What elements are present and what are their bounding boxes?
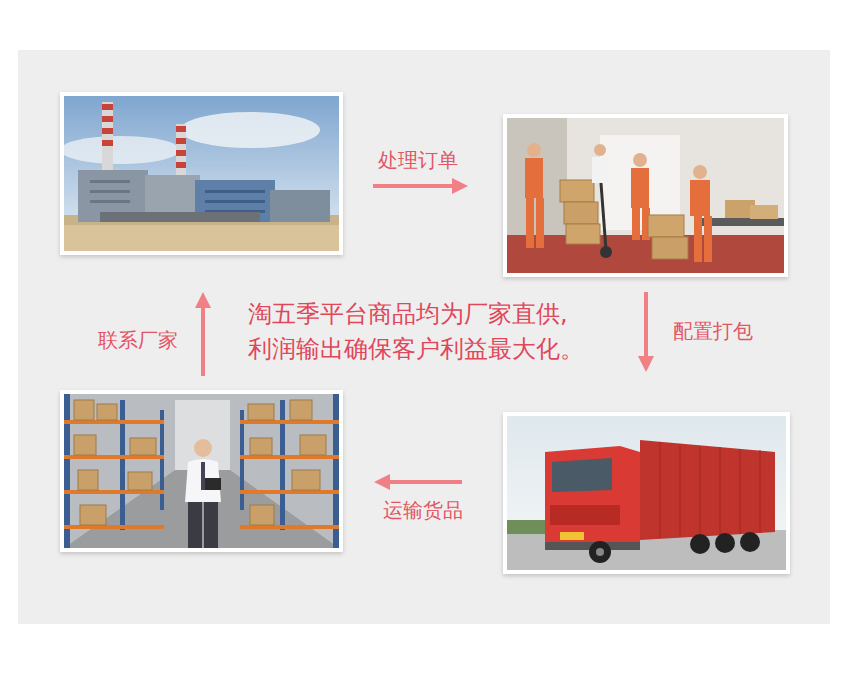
step-label: 联系厂家 [98,328,178,352]
warehouse-photo [60,390,343,552]
packing-photo [503,114,788,277]
factory-photo [60,92,343,255]
step-label: 运输货品 [383,498,463,522]
step-label: 配置打包 [673,319,753,343]
center-note: 淘五季平台商品均为厂家直供, 利润输出确保客户利益最大化。 [248,297,589,367]
truck-photo [503,412,790,574]
background-panel [18,50,830,624]
flow-arrows [195,178,654,490]
step-label: 处理订单 [378,148,458,172]
